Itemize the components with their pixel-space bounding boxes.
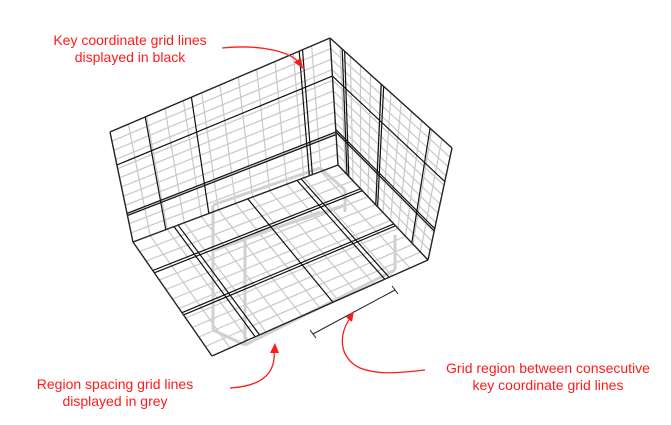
key-grid-line [152,188,361,272]
grey-grid-line [334,122,437,224]
grey-grid-line [185,227,399,319]
box-edge [132,241,213,357]
grey-grid-line [130,153,338,234]
key-grid-line [411,128,431,243]
ghost-outline-line [214,210,321,252]
key-grid-line [127,133,337,217]
key-grid-line [116,75,333,166]
grey-grid-line [333,101,441,205]
key-grid-line [144,116,167,230]
box-edge [132,164,339,243]
arrowhead-icon [294,58,303,69]
label-line: Key coordinate grid lines [53,32,207,48]
label-region-spacing: Region spacing grid lines displayed in g… [10,376,220,410]
key-grid-line [173,226,256,338]
key-grid-line [296,180,386,280]
grey-grid-line [178,219,391,310]
key-grid-line [344,51,350,177]
label-grid-region: Grid region between consecutive key coor… [428,360,668,394]
arrowhead-icon [270,343,279,353]
key-grid-line [375,84,382,205]
box-edge [337,164,429,261]
key-grid-line [126,131,337,214]
label-line: displayed in grey [62,393,168,409]
grey-grid-line [336,143,433,242]
box-edge [109,37,331,133]
grey-grid-line [419,138,443,253]
box-edge [329,37,339,166]
arrow-key-lines [221,46,301,65]
grey-grid-line [335,132,435,233]
grey-grid-line [389,102,402,221]
key-grid-line [335,131,435,232]
key-grid-line [335,129,436,230]
key-grid-line [341,48,348,175]
ghost-outline-line [319,166,346,192]
grey-grid-line [125,122,336,206]
grey-grid-line [336,154,431,252]
box-edge [329,37,453,149]
label-line: key coordinate grid lines [472,377,624,393]
grey-grid-line [205,251,421,348]
bracket-line [312,289,396,335]
arrow-region-spacing [229,349,275,389]
label-line: Region spacing grid lines [36,376,194,392]
arrowhead-icon [346,311,354,322]
bracket-tick-right [391,285,399,295]
key-grid-line [154,190,363,274]
key-grid-line [247,198,334,303]
region-spacing-grid-lines [111,45,451,349]
grey-grid-line [311,45,322,172]
grey-grid-line [123,111,335,197]
grey-grid-line [198,243,414,338]
key-coordinate-grid-lines [116,48,446,338]
ghost-outline-line [212,328,246,347]
box-edges [109,37,453,357]
ghost-outline-line [212,166,321,207]
box-edge [109,131,134,243]
key-grid-line [377,86,385,207]
key-grid-line [300,178,390,278]
key-grid-line [183,225,396,316]
box-edge [427,147,453,261]
label-key-lines: Key coordinate grid lines displayed in b… [40,32,220,66]
box-edge [211,259,429,357]
ghost-object-outline [211,166,397,347]
key-grid-line [181,223,395,314]
region-dimension-bracket [309,285,399,339]
key-grid-line [177,224,261,336]
label-line: displayed in black [74,49,186,65]
arrow-grid-region [341,315,426,374]
key-grid-line [301,49,313,175]
bracket-tick-left [309,329,317,339]
key-grid-line [190,97,210,214]
key-grid-line [331,75,446,183]
label-line: Grid region between consecutive [446,360,650,376]
grey-grid-line [128,143,337,225]
key-grid-line [298,51,310,176]
